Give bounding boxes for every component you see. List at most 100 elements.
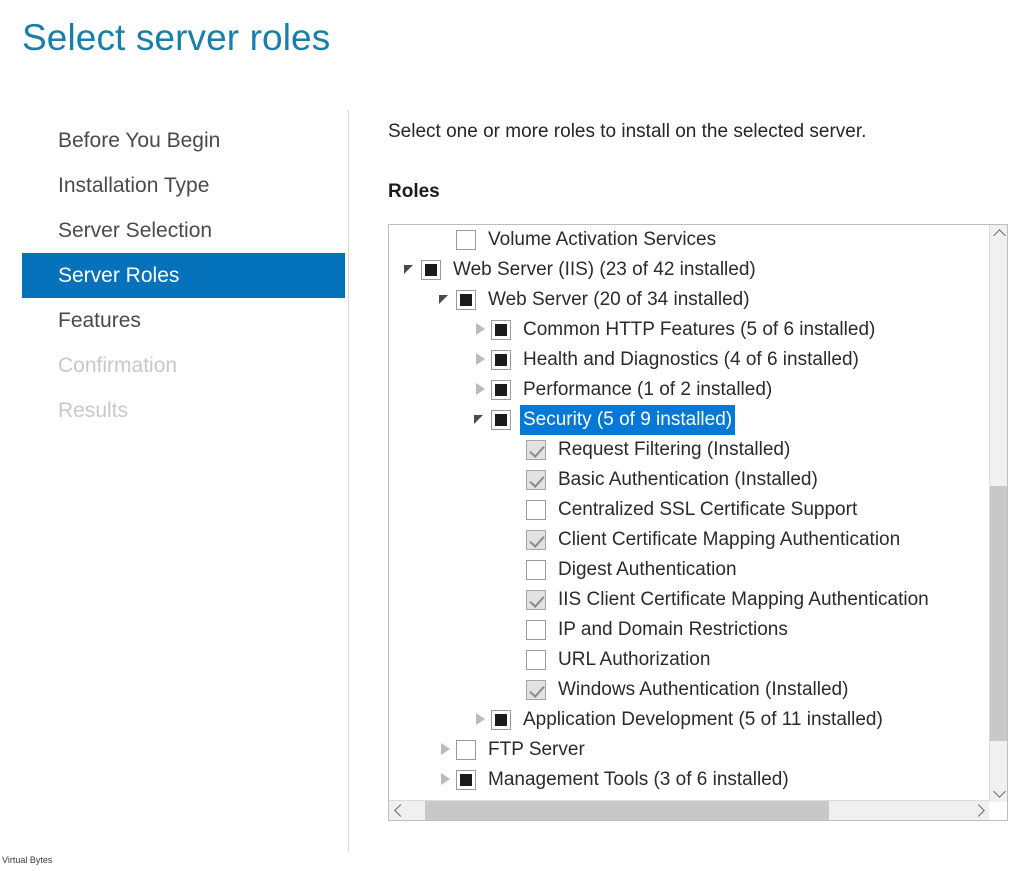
- tree-row[interactable]: Web Server (20 of 34 installed): [389, 285, 989, 315]
- triangle-collapsed-icon[interactable]: [434, 765, 456, 795]
- scroll-left-button[interactable]: [389, 801, 408, 820]
- nav-item-installation-type[interactable]: Installation Type: [58, 174, 210, 197]
- vertical-scroll-thumb[interactable]: [990, 486, 1007, 741]
- checkbox-partial-icon[interactable]: [421, 260, 441, 280]
- checkbox-unchecked-icon[interactable]: [526, 650, 546, 670]
- nav-item-confirmation: Confirmation: [58, 354, 178, 377]
- triangle-expanded-icon[interactable]: [434, 285, 456, 315]
- tree-node-label: Health and Diagnostics (4 of 6 installed…: [523, 349, 859, 370]
- nav-item-server-roles[interactable]: Server Roles: [22, 253, 345, 298]
- nav-item-before-you-begin[interactable]: Before You Begin: [58, 129, 221, 152]
- tree-node-label: Management Tools (3 of 6 installed): [488, 769, 789, 790]
- tree-row[interactable]: Client Certificate Mapping Authenticatio…: [389, 525, 989, 555]
- checkbox-unchecked-icon[interactable]: [456, 230, 476, 250]
- twisty-spacer: [504, 465, 526, 495]
- scroll-down-button[interactable]: [990, 784, 1007, 802]
- tree-node-label: Performance (1 of 2 installed): [523, 379, 773, 400]
- scroll-up-button[interactable]: [990, 225, 1007, 243]
- tree-node-label: Basic Authentication (Installed): [558, 469, 818, 490]
- triangle-collapsed-icon[interactable]: [469, 705, 491, 735]
- checkbox-partial-icon[interactable]: [491, 380, 511, 400]
- tree-row[interactable]: IIS Client Certificate Mapping Authentic…: [389, 585, 989, 615]
- tree-row[interactable]: Web Server (IIS) (23 of 42 installed): [389, 255, 989, 285]
- checkbox-unchecked-icon[interactable]: [456, 740, 476, 760]
- tree-row[interactable]: URL Authorization: [389, 645, 989, 675]
- page-title: Select server roles: [22, 17, 331, 58]
- checkbox-partial-icon[interactable]: [491, 410, 511, 430]
- tree-node-label: Digest Authentication: [558, 559, 737, 580]
- tree-row[interactable]: Windows Authentication (Installed): [389, 675, 989, 705]
- triangle-collapsed-icon[interactable]: [434, 735, 456, 765]
- twisty-spacer: [504, 675, 526, 705]
- triangle-expanded-icon[interactable]: [469, 405, 491, 435]
- tree-node-label: Web Server (IIS) (23 of 42 installed): [453, 259, 756, 280]
- chevron-down-icon: [992, 785, 1006, 798]
- checkbox-unchecked-icon[interactable]: [526, 560, 546, 580]
- twisty-spacer: [504, 525, 526, 555]
- tree-row[interactable]: Common HTTP Features (5 of 6 installed): [389, 315, 989, 345]
- chevron-up-icon: [992, 229, 1006, 242]
- chevron-right-icon: [971, 804, 985, 817]
- pane-instruction: Select one or more roles to install on t…: [388, 121, 867, 142]
- tree-row[interactable]: Centralized SSL Certificate Support: [389, 495, 989, 525]
- tree-node-label: Web Server (20 of 34 installed): [488, 289, 750, 310]
- vertical-scrollbar[interactable]: [989, 225, 1007, 802]
- tree-row[interactable]: Digest Authentication: [389, 555, 989, 585]
- tree-node-label: Security (5 of 9 installed): [520, 405, 736, 435]
- status-bar-text: Virtual Bytes: [2, 855, 53, 865]
- twisty-spacer: [504, 615, 526, 645]
- triangle-collapsed-icon[interactable]: [469, 315, 491, 345]
- tree-row[interactable]: Security (5 of 9 installed): [389, 405, 989, 435]
- triangle-expanded-icon[interactable]: [399, 255, 421, 285]
- tree-row[interactable]: IP and Domain Restrictions: [389, 615, 989, 645]
- nav-item-results: Results: [58, 399, 129, 422]
- checkbox-partial-icon[interactable]: [491, 710, 511, 730]
- horizontal-scrollbar[interactable]: [389, 800, 989, 820]
- tree-node-label: URL Authorization: [558, 649, 711, 670]
- tree-row[interactable]: Volume Activation Services: [389, 225, 989, 255]
- tree-row[interactable]: FTP Server: [389, 735, 989, 765]
- checkbox-partial-icon[interactable]: [456, 290, 476, 310]
- checkbox-checked-icon: [526, 440, 546, 460]
- tree-node-label: Windows Authentication (Installed): [558, 679, 849, 700]
- checkbox-partial-icon[interactable]: [491, 320, 511, 340]
- tree-node-label: FTP Server: [488, 739, 585, 760]
- checkbox-partial-icon[interactable]: [491, 350, 511, 370]
- tree-row[interactable]: Performance (1 of 2 installed): [389, 375, 989, 405]
- tree-node-label: Centralized SSL Certificate Support: [558, 499, 858, 520]
- tree-node-label: Request Filtering (Installed): [558, 439, 791, 460]
- twisty-spacer: [504, 585, 526, 615]
- tree-row[interactable]: Request Filtering (Installed): [389, 435, 989, 465]
- checkbox-checked-icon: [526, 590, 546, 610]
- twisty-spacer: [504, 435, 526, 465]
- tree-row[interactable]: Basic Authentication (Installed): [389, 465, 989, 495]
- tree-node-label: IIS Client Certificate Mapping Authentic…: [558, 589, 929, 610]
- tree-row[interactable]: Application Development (5 of 11 install…: [389, 705, 989, 735]
- triangle-collapsed-icon[interactable]: [469, 375, 491, 405]
- scroll-right-button[interactable]: [970, 801, 989, 820]
- checkbox-partial-icon[interactable]: [456, 770, 476, 790]
- triangle-collapsed-icon[interactable]: [469, 345, 491, 375]
- tree-node-label: IP and Domain Restrictions: [558, 619, 788, 640]
- tree-row[interactable]: Management Tools (3 of 6 installed): [389, 765, 989, 795]
- roles-section-label: Roles: [388, 181, 440, 202]
- horizontal-scroll-thumb[interactable]: [424, 801, 830, 820]
- nav-item-features[interactable]: Features: [58, 309, 141, 332]
- tree-row[interactable]: Health and Diagnostics (4 of 6 installed…: [389, 345, 989, 375]
- checkbox-checked-icon: [526, 680, 546, 700]
- nav-item-server-selection[interactable]: Server Selection: [58, 219, 213, 242]
- tree-node-label: Application Development (5 of 11 install…: [523, 709, 883, 730]
- tree-node-label: Volume Activation Services: [488, 229, 717, 250]
- tree-node-label: Common HTTP Features (5 of 6 installed): [523, 319, 876, 340]
- checkbox-unchecked-icon[interactable]: [526, 500, 546, 520]
- checkbox-checked-icon: [526, 530, 546, 550]
- tree-node-label: Client Certificate Mapping Authenticatio…: [558, 529, 901, 550]
- checkbox-unchecked-icon[interactable]: [526, 620, 546, 640]
- checkbox-checked-icon: [526, 470, 546, 490]
- twisty-spacer: [504, 495, 526, 525]
- twisty-spacer: [504, 555, 526, 585]
